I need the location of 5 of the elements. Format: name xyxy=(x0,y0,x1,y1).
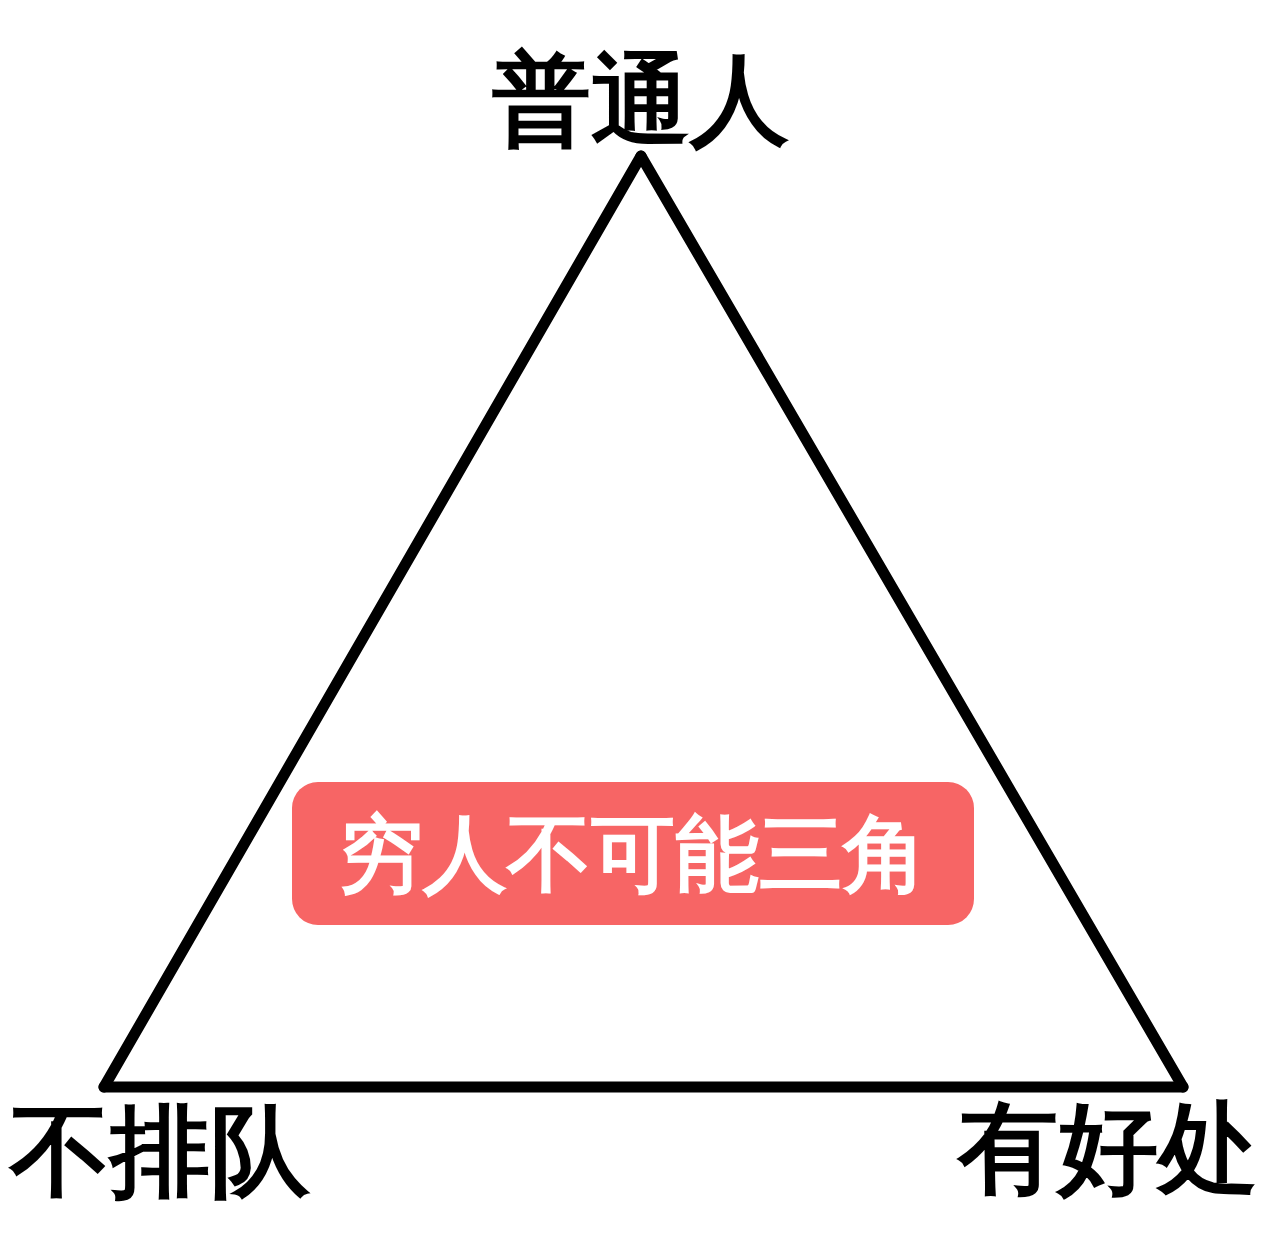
corner-label: 有好处 xyxy=(956,1094,1260,1204)
triangle-side xyxy=(635,150,1189,1093)
highlight-badge: 穷人不可能三角 xyxy=(292,782,974,925)
corner-label: 普通人 xyxy=(488,44,792,154)
corner-label: 不排队 xyxy=(8,1096,312,1208)
